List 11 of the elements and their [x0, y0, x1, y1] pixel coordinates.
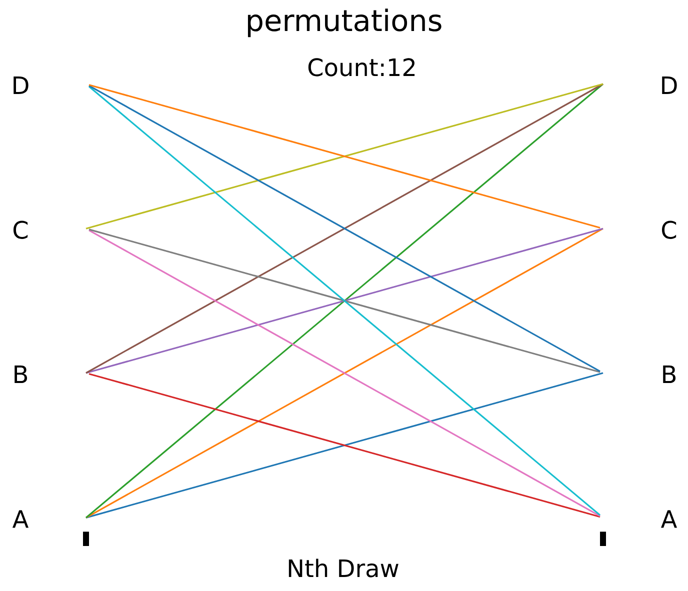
title: permutations	[248, 8, 442, 38]
count-label: Count:12	[308, 58, 415, 76]
axis-title: Nth Draw	[288, 558, 398, 578]
letter-label: D	[14, 76, 28, 94]
letter-label: D	[662, 76, 677, 94]
letter-label: A	[12, 510, 29, 528]
letter-label: B	[663, 366, 676, 383]
letter-label: C	[662, 220, 676, 239]
letter-label: A	[660, 510, 677, 528]
letter-label: C	[13, 220, 28, 239]
letter-label: B	[14, 366, 28, 383]
